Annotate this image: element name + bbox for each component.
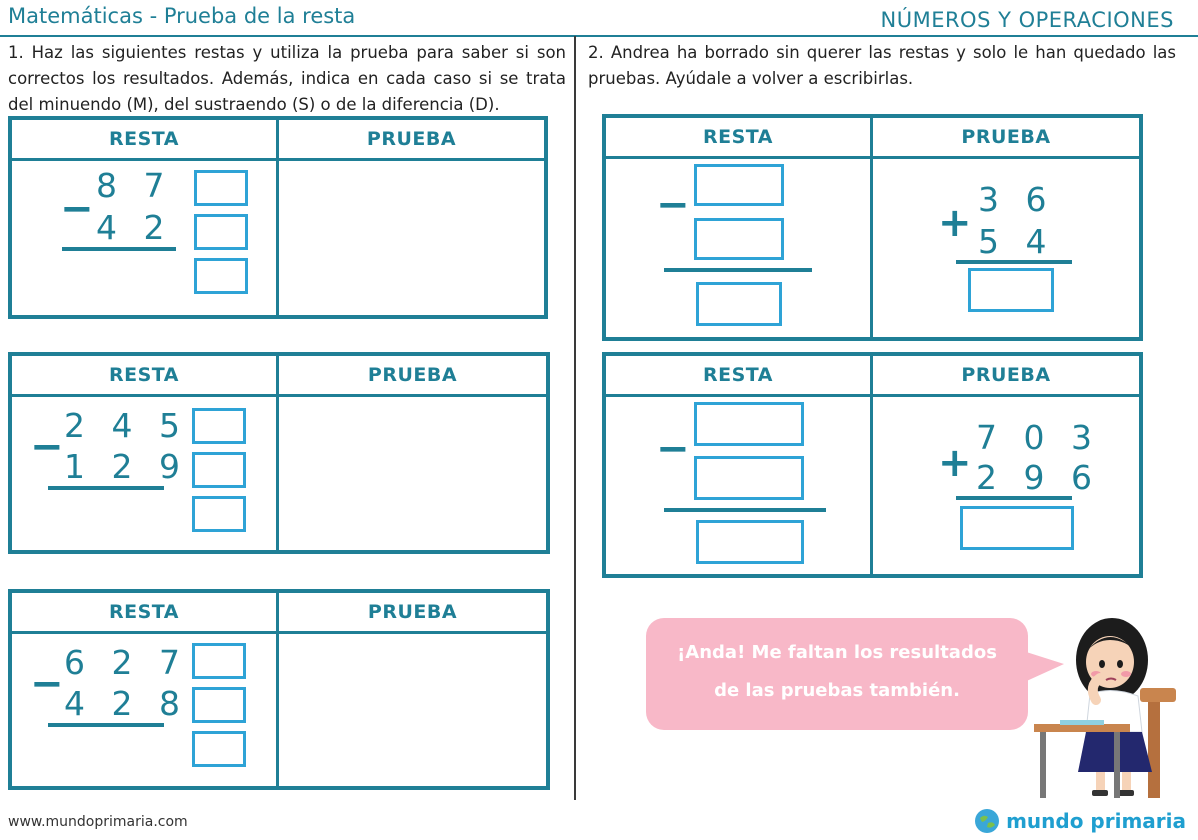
plus-sign: + <box>938 200 972 246</box>
minus-sign: − <box>30 424 64 470</box>
answer-box-minuend[interactable] <box>194 170 248 206</box>
exercise1-table-2: RESTA PRUEBA 2 4 5 − 1 2 9 <box>8 352 550 554</box>
subtrahend: 1 2 9 <box>64 447 188 486</box>
minus-sign: − <box>30 661 64 707</box>
addend-1: 7 0 3 <box>976 418 1100 457</box>
page-title: Matemáticas - Prueba de la resta <box>8 4 356 28</box>
answer-box-subtrahend[interactable] <box>194 214 248 250</box>
answer-box-difference[interactable] <box>192 496 246 532</box>
result-line <box>48 486 164 490</box>
minuend: 8 7 <box>96 166 173 205</box>
answer-box-sum[interactable] <box>960 506 1074 550</box>
addend-2: 5 4 <box>978 222 1055 261</box>
result-line <box>62 247 176 251</box>
brand-logo: mundo primaria <box>974 808 1186 834</box>
header-divider <box>0 35 1198 37</box>
prueba-workspace[interactable] <box>279 634 546 786</box>
exercise1-table-3: RESTA PRUEBA 6 2 7 − 4 2 8 <box>8 589 550 790</box>
minus-sign: − <box>60 186 94 232</box>
prueba-header: PRUEBA <box>366 128 457 150</box>
resta-header: RESTA <box>703 364 773 386</box>
subtrahend: 4 2 8 <box>64 684 188 723</box>
exercise2-table-1: RESTA PRUEBA − 3 6 + 5 4 <box>602 114 1143 341</box>
subtrahend: 4 2 <box>96 208 173 247</box>
answer-box-difference[interactable] <box>192 731 246 767</box>
speech-bubble <box>646 618 1028 730</box>
exercise1-table-1: RESTA PRUEBA 8 7 − 4 2 <box>8 116 548 319</box>
prueba-workspace[interactable] <box>279 161 544 315</box>
resta-header: RESTA <box>109 128 179 150</box>
answer-box-subtrahend[interactable] <box>192 687 246 723</box>
answer-box-minuend[interactable] <box>694 164 784 206</box>
resta-header: RESTA <box>703 126 773 148</box>
plus-sign: + <box>938 440 972 486</box>
exercise2-instruction: 2. Andrea ha borrado sin querer las rest… <box>588 43 1176 88</box>
speech-line-2: de las pruebas también. <box>714 680 960 701</box>
answer-box-subtrahend[interactable] <box>192 452 246 488</box>
globe-icon <box>975 809 1000 833</box>
resta-header: RESTA <box>109 601 179 623</box>
sum-line <box>956 496 1072 500</box>
exercise2-table-2: RESTA PRUEBA − 7 0 3 + 2 9 6 <box>602 352 1143 578</box>
prueba-header: PRUEBA <box>367 364 458 386</box>
exercise1-instruction: 1. Haz las siguientes restas y utiliza l… <box>8 43 566 114</box>
prueba-workspace[interactable] <box>279 397 546 550</box>
answer-box-difference[interactable] <box>696 520 804 564</box>
girl-at-desk-illustration <box>1034 618 1176 798</box>
resta-header: RESTA <box>109 364 179 386</box>
minuend: 6 2 7 <box>64 643 188 682</box>
minus-sign: − <box>656 182 690 228</box>
answer-box-subtrahend[interactable] <box>694 218 784 260</box>
result-line <box>664 268 812 272</box>
answer-box-minuend[interactable] <box>192 408 246 444</box>
result-line <box>664 508 826 512</box>
speech-bubble-tail <box>1020 650 1064 684</box>
answer-box-minuend[interactable] <box>192 643 246 679</box>
speech-bubble-text: ¡Anda! Me faltan los resultados de las p… <box>646 634 1028 710</box>
answer-box-difference[interactable] <box>194 258 248 294</box>
minus-sign: − <box>656 426 690 472</box>
prueba-header: PRUEBA <box>961 364 1051 386</box>
prueba-header: PRUEBA <box>961 126 1051 148</box>
addend-1: 3 6 <box>978 180 1055 219</box>
answer-box-difference[interactable] <box>696 282 782 326</box>
prueba-header: PRUEBA <box>367 601 458 623</box>
minuend: 2 4 5 <box>64 406 188 445</box>
addend-2: 2 9 6 <box>976 458 1100 497</box>
sum-line <box>956 260 1072 264</box>
result-line <box>48 723 164 727</box>
topic-label: NÚMEROS Y OPERACIONES <box>880 8 1174 32</box>
answer-box-minuend[interactable] <box>694 402 804 446</box>
speech-line-1: ¡Anda! Me faltan los resultados <box>677 642 997 663</box>
answer-box-subtrahend[interactable] <box>694 456 804 500</box>
column-divider <box>574 36 576 800</box>
answer-box-sum[interactable] <box>968 268 1054 312</box>
brand-name: mundo primaria <box>1006 809 1186 833</box>
website-link[interactable]: www.mundoprimaria.com <box>8 814 188 830</box>
